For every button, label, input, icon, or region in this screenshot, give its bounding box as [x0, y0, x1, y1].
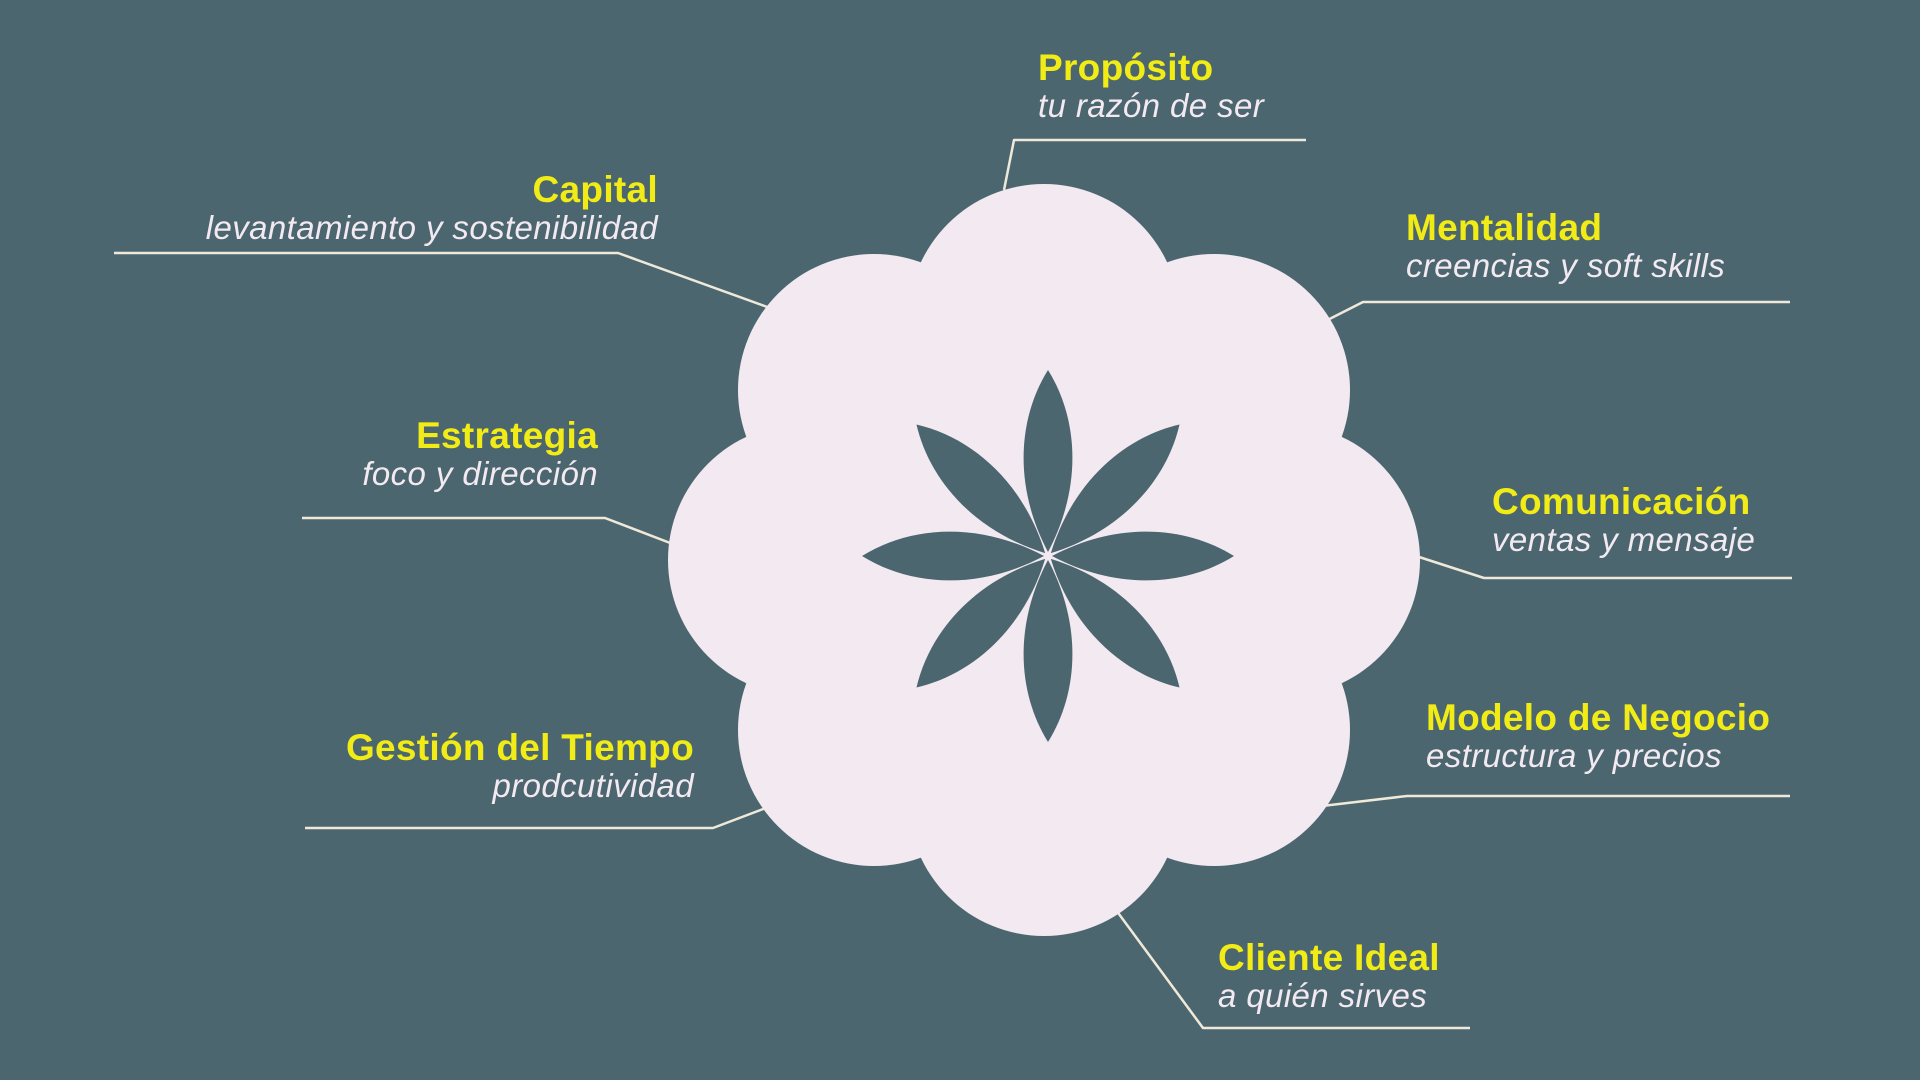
connector-line-capital	[114, 251, 771, 310]
segment-title: Gestión del Tiempo	[345, 727, 694, 768]
segment-label-modelo-de-negocio: Modelo de Negocio estructura y precios	[1426, 698, 1770, 775]
segment-label-cliente-ideal: Cliente Ideal a quién sirves	[1218, 938, 1440, 1015]
segment-title: Propósito	[1038, 47, 1214, 88]
segment-subtitle: estructura y precios	[1426, 736, 1722, 774]
segment-subtitle: ventas y mensaje	[1492, 520, 1756, 558]
segment-label-gestion-del-tiempo: Gestión del Tiempo prodcutividad	[346, 728, 694, 805]
segment-title: Modelo de Negocio	[1426, 697, 1771, 738]
segment-title: Comunicación	[1492, 481, 1751, 522]
connector-line-mentalidad	[1295, 300, 1790, 338]
connector-line-cliente-ideal	[1114, 909, 1470, 1030]
segment-subtitle: tu razón de ser	[1038, 86, 1265, 124]
segment-label-proposito: Propósito tu razón de ser	[1038, 48, 1264, 125]
segment-subtitle: levantamiento y sostenibilidad	[205, 208, 658, 246]
flower-icon	[862, 370, 1234, 742]
connector-line-proposito	[1002, 138, 1306, 191]
connector-line-modelo-de-negocio	[1321, 794, 1790, 808]
segment-label-capital: Capital levantamiento y sostenibilidad	[206, 170, 658, 247]
segment-title: Capital	[532, 169, 658, 210]
segment-label-mentalidad: Mentalidad creencias y soft skills	[1406, 208, 1725, 285]
segment-subtitle: creencias y soft skills	[1406, 246, 1726, 284]
segment-title: Cliente Ideal	[1218, 937, 1440, 978]
connector-lines	[114, 138, 1792, 1030]
segment-title: Estrategia	[416, 415, 598, 456]
connector-line-estrategia	[302, 516, 679, 548]
segment-subtitle: foco y dirección	[362, 454, 598, 492]
segment-label-comunicacion: Comunicación ventas y mensaje	[1492, 482, 1755, 559]
segment-title: Mentalidad	[1406, 207, 1603, 248]
segment-subtitle: a quién sirves	[1218, 976, 1428, 1014]
segment-label-estrategia: Estrategia foco y dirección	[362, 416, 598, 493]
segment-subtitle: prodcutividad	[492, 766, 694, 804]
connector-line-comunicacion	[1415, 554, 1792, 580]
